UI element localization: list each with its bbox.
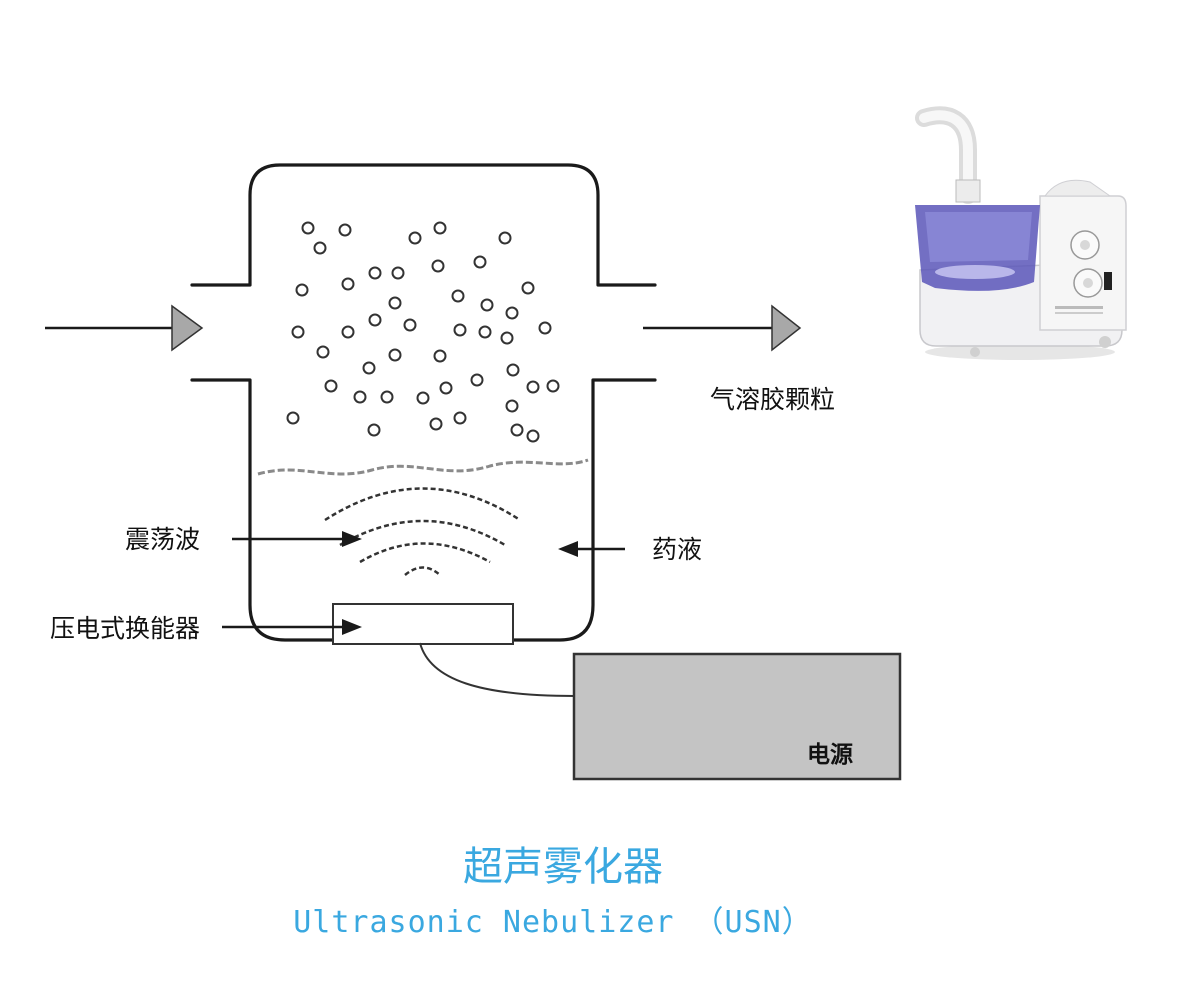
caption-title-en: Ultrasonic Nebulizer （USN） (293, 905, 812, 940)
aerosol-particle (480, 298, 494, 312)
aerosol-particle (391, 266, 405, 280)
aerosol-particle (498, 231, 512, 245)
liquid-surface (257, 458, 589, 476)
power-cable (419, 642, 576, 697)
aerosol-particle (416, 391, 430, 405)
aerosol-particle (380, 390, 394, 404)
aerosol-particle (521, 281, 535, 295)
aerosol-particle (313, 241, 327, 255)
aerosol-particle (510, 423, 524, 437)
transducer-plate (332, 603, 514, 645)
aerosol-particle (505, 399, 519, 413)
aerosol-particle (286, 411, 300, 425)
aerosol-particle (388, 348, 402, 362)
aerosol-particle (478, 325, 492, 339)
aerosol-particle (538, 321, 552, 335)
aerosol-particle (453, 411, 467, 425)
inlet-arrow (45, 304, 204, 352)
aerosol-particle (368, 313, 382, 327)
medicine-liquid-label: 药液 (652, 535, 702, 564)
aerosol-particle (429, 417, 443, 431)
aerosol-particle (546, 379, 560, 393)
aerosol-particle (295, 283, 309, 297)
outlet-arrow (643, 304, 802, 352)
label-arrows (222, 531, 625, 635)
caption-title-cn: 超声雾化器 (463, 844, 663, 890)
aerosol-particle (291, 325, 305, 339)
aerosol-particle (451, 289, 465, 303)
aerosol-particle (526, 380, 540, 394)
aerosol-particle (368, 266, 382, 280)
aerosol-particles-label: 气溶胶颗粒 (710, 385, 835, 414)
aerosol-particle (316, 345, 330, 359)
aerosol-particle (408, 231, 422, 245)
aerosol-particle (500, 331, 514, 345)
aerosol-particle (433, 221, 447, 235)
ultrasonic-nebulizer-device-icon (915, 106, 1127, 360)
aerosol-particle (362, 361, 376, 375)
aerosol-particle (341, 325, 355, 339)
aerosol-particle (301, 221, 315, 235)
aerosol-particle (506, 363, 520, 377)
power-supply-box (572, 652, 902, 781)
aerosol-particle (439, 381, 453, 395)
aerosol-particle (324, 379, 338, 393)
aerosol-particle (505, 306, 519, 320)
oscillation-waves (324, 487, 521, 576)
piezo-transducer-label: 压电式换能器 (50, 614, 200, 643)
aerosol-particle (453, 323, 467, 337)
aerosol-particle (470, 373, 484, 387)
aerosol-particle (388, 296, 402, 310)
aerosol-particle (367, 423, 381, 437)
aerosol-particle (353, 390, 367, 404)
oscillation-wave-label: 震荡波 (125, 525, 200, 554)
aerosol-particle (338, 223, 352, 237)
aerosol-particles (286, 221, 560, 443)
aerosol-particle (431, 259, 445, 273)
aerosol-particle (403, 318, 417, 332)
aerosol-particle (473, 255, 487, 269)
aerosol-particle (433, 349, 447, 363)
aerosol-particle (526, 429, 540, 443)
aerosol-particle (341, 277, 355, 291)
power-supply-label: 电源 (807, 741, 853, 768)
